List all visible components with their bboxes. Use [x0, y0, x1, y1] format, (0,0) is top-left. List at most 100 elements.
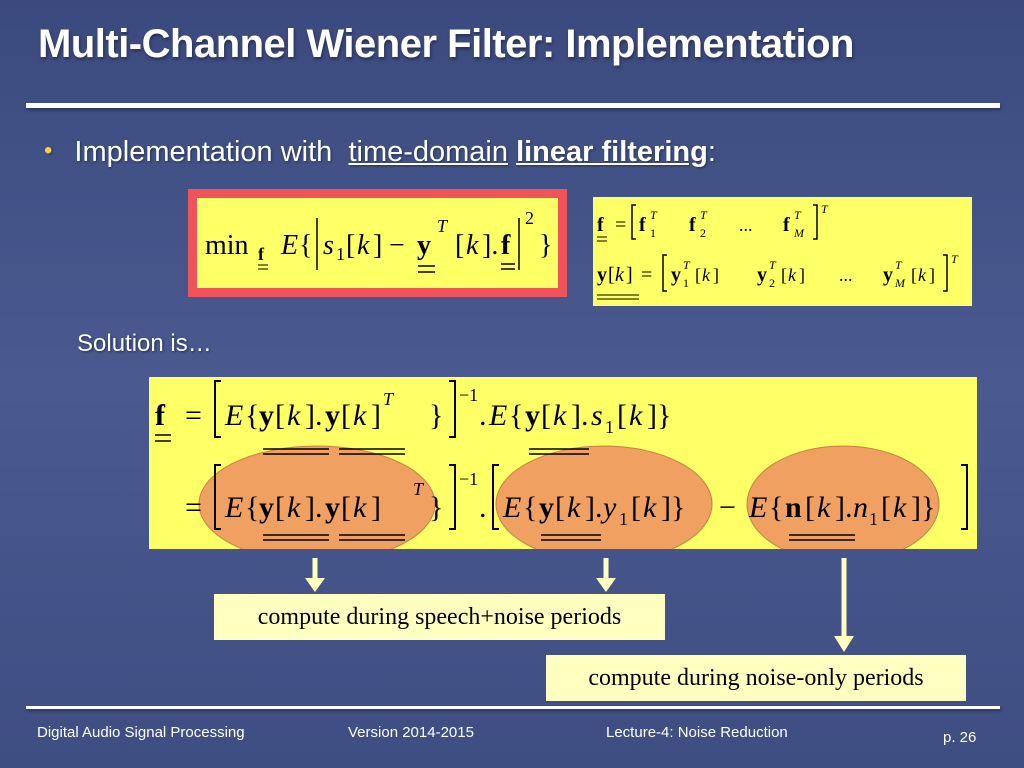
svg-text:[: [ [341, 491, 351, 524]
svg-text:k: k [629, 399, 643, 432]
svg-text:f: f [155, 399, 166, 432]
svg-text:T: T [650, 208, 658, 222]
svg-text:].: ]. [305, 399, 323, 432]
svg-text:y: y [671, 264, 681, 286]
svg-text:k: k [817, 491, 831, 524]
svg-text:T: T [951, 252, 959, 266]
title-divider [26, 103, 1000, 108]
svg-text:.: . [479, 399, 487, 432]
svg-text:T: T [700, 208, 708, 222]
svg-text:s: s [323, 230, 334, 261]
svg-text:{: { [245, 491, 259, 524]
svg-text:y: y [417, 230, 431, 261]
svg-text:]: ] [626, 264, 633, 286]
svg-text:y: y [757, 264, 767, 286]
svg-text:k: k [357, 230, 370, 261]
svg-text:[: [ [617, 399, 627, 432]
bullet-dot-icon: • [44, 137, 53, 164]
svg-text:2: 2 [700, 226, 706, 240]
svg-text:k: k [615, 264, 625, 286]
svg-text:[: [ [608, 264, 615, 286]
svg-text:1: 1 [336, 244, 345, 264]
svg-text:]: ] [373, 230, 382, 261]
svg-text:k: k [643, 491, 657, 524]
svg-text:[: [ [341, 399, 351, 432]
svg-text:]}: ]} [647, 399, 671, 432]
svg-text:[: [ [541, 399, 551, 432]
svg-text:1: 1 [683, 276, 689, 290]
svg-text:[: [ [805, 491, 815, 524]
svg-text:[: [ [911, 265, 917, 285]
equation-min-cost: min f E { s 1 [ k ] − y T [ k ]. f 2 } [197, 198, 558, 288]
svg-text:k: k [702, 265, 711, 285]
svg-text:M: M [793, 226, 805, 240]
svg-text:k: k [553, 399, 567, 432]
bullet-text: Implementation with [74, 136, 333, 168]
svg-text:}: } [429, 399, 443, 432]
svg-text:[: [ [346, 230, 355, 261]
svg-text:[: [ [555, 491, 565, 524]
svg-text:y: y [539, 491, 554, 524]
svg-text:[: [ [881, 491, 891, 524]
callout-speech-noise: compute during speech+noise periods [214, 594, 665, 640]
svg-text:y: y [597, 264, 607, 286]
svg-text:T: T [794, 208, 802, 222]
svg-text:{: { [245, 399, 259, 432]
svg-text:k: k [893, 491, 907, 524]
svg-text:[: [ [631, 491, 641, 524]
svg-text:T: T [413, 479, 425, 499]
svg-text:n: n [785, 491, 802, 524]
bullet-point: • Implementation with time-domain linear … [44, 136, 716, 169]
bullet-term-time-domain: time-domain [348, 136, 508, 168]
svg-text:{: { [509, 399, 523, 432]
svg-text:s: s [591, 399, 603, 432]
bullet-term-linear-filtering: linear filtering [516, 136, 708, 168]
footer-course: Digital Audio Signal Processing [37, 724, 245, 741]
svg-text:T: T [383, 389, 395, 409]
svg-text:y: y [600, 491, 617, 524]
svg-text:...: ... [739, 215, 753, 235]
svg-text:E: E [280, 230, 298, 261]
svg-text:E: E [224, 491, 243, 524]
svg-text:]: ] [713, 265, 719, 285]
svg-text:min: min [205, 230, 249, 261]
svg-text:E: E [502, 491, 521, 524]
svg-text:f: f [783, 214, 790, 236]
svg-text:}: } [539, 230, 552, 261]
footer-page-number: p. 26 [943, 729, 977, 746]
svg-text:y: y [259, 491, 274, 524]
svg-text:k: k [353, 399, 367, 432]
svg-text:E: E [748, 491, 767, 524]
svg-text:k: k [567, 491, 581, 524]
equation-solution: f = E { y [ k ]. y [ k ] T } −1 . E { y … [149, 377, 977, 563]
svg-text:k: k [918, 265, 927, 285]
svg-text:1: 1 [619, 509, 628, 529]
svg-text:=: = [641, 264, 652, 286]
svg-text:f: f [639, 214, 646, 236]
svg-text:T: T [769, 258, 777, 272]
svg-text:...: ... [839, 265, 853, 285]
callout-noise-only: compute during noise-only periods [546, 655, 966, 701]
bullet-suffix: : [707, 136, 716, 168]
svg-text:f: f [501, 230, 511, 261]
footer-divider [26, 706, 1000, 709]
svg-text:E: E [224, 399, 243, 432]
svg-text:y: y [525, 399, 540, 432]
svg-text:k: k [466, 230, 479, 261]
solution-label: Solution is… [77, 330, 212, 357]
slide-title: Multi-Channel Wiener Filter: Implementat… [38, 22, 854, 66]
svg-text:].: ]. [482, 230, 498, 261]
svg-text:]: ] [929, 265, 935, 285]
svg-text:−1: −1 [459, 385, 478, 405]
svg-text:{: { [299, 230, 312, 261]
arrow-down-icon [305, 558, 325, 592]
svg-text:].: ]. [835, 491, 853, 524]
svg-text:k: k [353, 491, 367, 524]
svg-text:y: y [259, 399, 274, 432]
arrow-down-icon [596, 558, 616, 592]
footer-version: Version 2014-2015 [348, 724, 474, 741]
svg-text:T: T [821, 202, 829, 216]
svg-text:[: [ [781, 265, 787, 285]
svg-text:T: T [683, 258, 691, 272]
svg-text:[: [ [455, 230, 464, 261]
